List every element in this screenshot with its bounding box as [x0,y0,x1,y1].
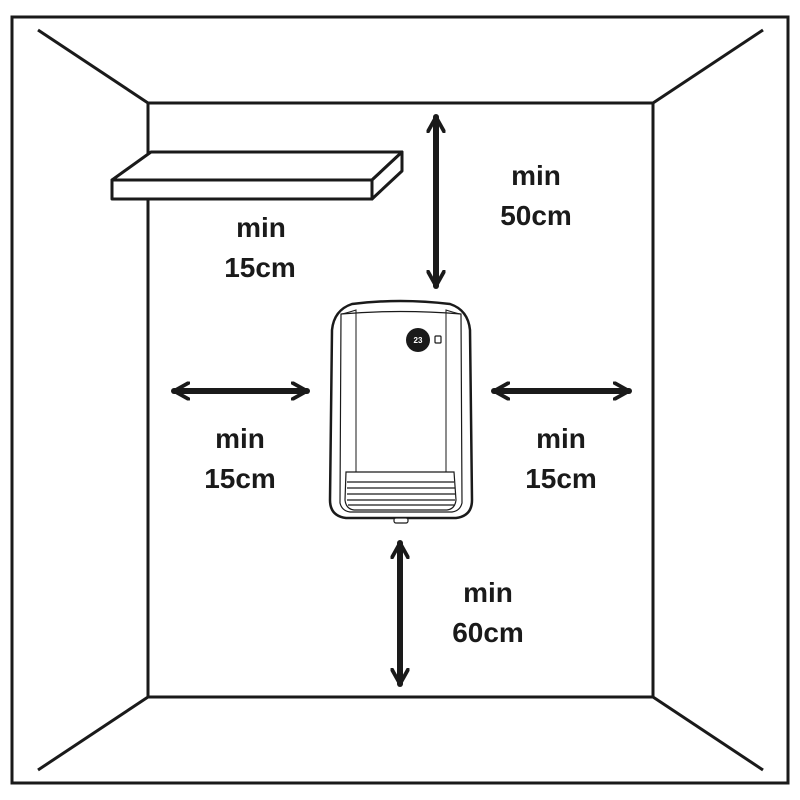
shelf-icon [110,150,404,201]
heater-vent-grille [344,471,457,511]
room-frame [10,15,790,785]
corner-bottom-right [652,695,764,772]
corner-top-right [652,28,764,105]
right-clearance-line2: 15cm [525,463,597,494]
heater-icon: 23 [328,299,474,524]
shelf-clearance-line1: min [236,212,286,243]
top-clearance-line2: 50cm [500,200,572,231]
heater-base-tab [393,517,409,524]
left-clearance-label: min 15cm [204,423,276,494]
right-clearance-label: min 15cm [525,423,597,494]
heater-display-reading: 23 [414,336,423,345]
bottom-clearance-line2: 60cm [452,617,524,648]
shelf-clearance-line2: 15cm [224,252,296,283]
shelf-clearance-label: min 15cm [224,212,296,283]
room-outline [10,15,790,785]
bottom-clearance-label: min 60cm [452,577,524,648]
corner-top-left [37,28,149,105]
clearance-arrows [171,114,632,687]
heater-display-icon: 23 [406,328,430,352]
back-wall [146,101,655,699]
bottom-clearance-line1: min [463,577,513,608]
left-clearance-line1: min [215,423,265,454]
left-clearance-line2: 15cm [204,463,276,494]
heater-button-icon [434,335,442,344]
right-clearance-line1: min [536,423,586,454]
top-clearance-label: min 50cm [500,160,572,231]
top-clearance-line1: min [511,160,561,191]
corner-bottom-left [37,695,149,772]
